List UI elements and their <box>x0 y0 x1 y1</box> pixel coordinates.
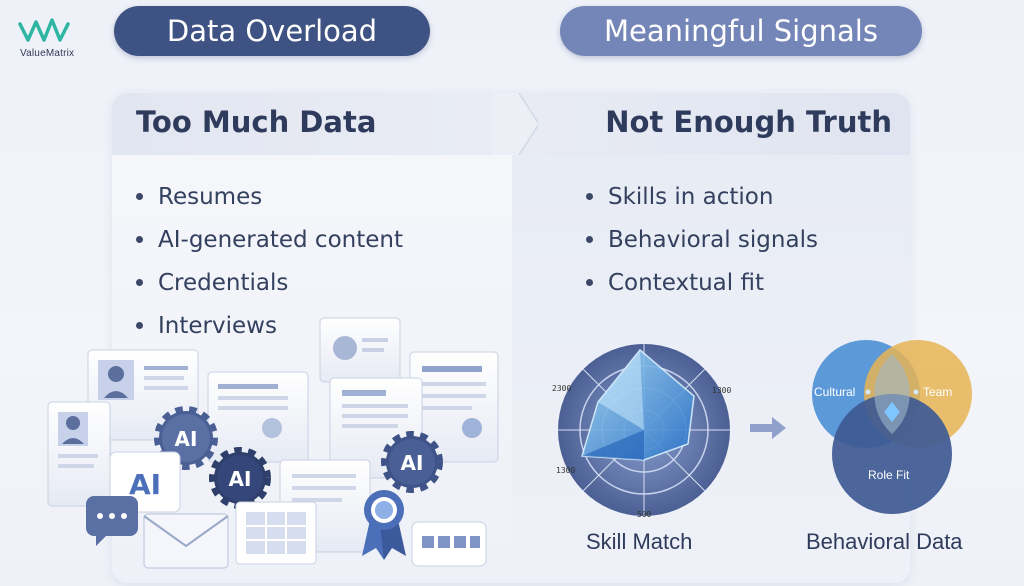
ai-gear-icon: AI <box>154 406 218 470</box>
left-heading: Too Much Data <box>136 105 377 139</box>
data-overload-list: Resumes AI-generated content Credentials… <box>136 175 403 347</box>
skill-match-radar-icon <box>558 344 730 516</box>
award-ribbon-icon <box>362 490 406 560</box>
venn-label-cultural: Cultural <box>814 385 856 399</box>
right-half-background <box>512 93 910 583</box>
list-item: Resumes <box>136 175 403 218</box>
bullet-icon <box>136 279 143 286</box>
venn-label-role-fit: Role Fit <box>868 468 910 482</box>
ai-label: AI <box>129 468 161 501</box>
radar-axis-label: 1300 <box>556 466 576 475</box>
wave-logo-icon <box>18 18 70 42</box>
behavioral-data-caption: Behavioral Data <box>806 529 963 554</box>
data-overload-pill: Data Overload <box>114 6 430 56</box>
document-icon <box>207 371 309 463</box>
skill-match-caption: Skill Match <box>586 529 693 554</box>
ai-gear-icon: AI <box>209 447 271 509</box>
meaningful-signals-pill: Meaningful Signals <box>560 6 922 56</box>
brand-name: ValueMatrix <box>20 48 75 59</box>
behavioral-venn-icon <box>812 340 972 514</box>
radar-axis-label: 1300 <box>712 386 732 395</box>
list-item: AI-generated content <box>136 218 403 261</box>
bullet-icon <box>586 279 593 286</box>
ai-label: AI <box>229 467 252 491</box>
document-clutter-illustration: AI AI AI AI <box>47 317 499 569</box>
radar-axis-label: 500 <box>637 510 652 519</box>
bullet-icon <box>136 322 143 329</box>
list-item: Interviews <box>136 304 403 347</box>
message-card-icon <box>411 521 487 567</box>
list-item: Credentials <box>136 261 403 304</box>
list-item: Contextual fit <box>586 261 818 304</box>
envelope-icon <box>143 513 229 569</box>
bullet-icon <box>586 236 593 243</box>
bullet-icon <box>586 193 593 200</box>
venn-label-team: Team <box>923 385 953 399</box>
ai-label: AI <box>401 451 424 475</box>
document-icon <box>409 351 499 463</box>
list-item: Skills in action <box>586 175 818 218</box>
right-arrow-icon <box>750 417 786 439</box>
chat-bubble-icon <box>86 496 138 546</box>
resume-doc-icon <box>47 401 111 507</box>
ai-label: AI <box>175 427 198 451</box>
meaningful-signals-list: Skills in action Behavioral signals Cont… <box>586 175 818 304</box>
resume-doc-icon <box>319 317 401 383</box>
radar-axis-label: 2300 <box>552 384 572 393</box>
list-item: Behavioral signals <box>586 218 818 261</box>
bullet-icon <box>136 193 143 200</box>
ai-gear-icon: AI <box>381 431 443 493</box>
valuematrix-logo: ValueMatrix <box>18 14 98 62</box>
header-arrow-icon <box>492 93 538 155</box>
table-doc-icon <box>235 501 317 565</box>
bullet-icon <box>136 236 143 243</box>
right-heading: Not Enough Truth <box>605 105 892 139</box>
